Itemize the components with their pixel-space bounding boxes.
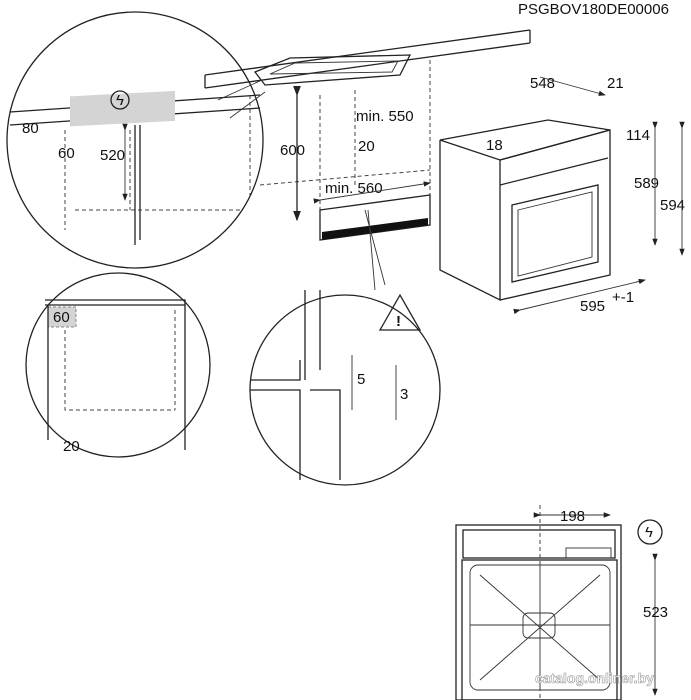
detail-circle-warning: ! 5 3 — [249, 209, 441, 486]
rear-view-drawing: 198 ϟ 523 — [455, 505, 668, 700]
dim-min-550: min. 550 — [356, 108, 414, 125]
watermark: catalog.onliner.by — [535, 670, 654, 686]
dim-600: 600 — [280, 142, 305, 159]
dim-3: 3 — [400, 386, 408, 403]
dim-21: 21 — [607, 75, 624, 92]
detail-circle-side: 60 20 — [25, 272, 211, 458]
dim-523: 523 — [643, 604, 668, 621]
dim-595-tolerance: +-1 — [612, 289, 634, 306]
dim-520: 520 — [100, 147, 125, 164]
dim-20-depth: 20 — [358, 138, 375, 155]
dim-114: 114 — [626, 127, 650, 144]
dim-595: 595 — [580, 298, 605, 315]
dim-18: 18 — [486, 137, 503, 154]
document-code: PSGBOV180DE00006 — [518, 1, 669, 18]
warning-icon: ! — [396, 313, 401, 330]
dim-60-side: 60 — [53, 309, 70, 326]
dim-20-side: 20 — [63, 438, 80, 455]
dim-198: 198 — [560, 508, 585, 525]
electric-icon: ϟ — [116, 92, 124, 109]
cabinet-drawing: 600 min. 550 20 min. 560 — [204, 29, 531, 241]
oven-drawing: 548 21 18 114 589 594 595 +-1 — [439, 75, 685, 315]
detail-circle-socket: ϟ 80 60 520 — [6, 11, 266, 269]
electric-icon-rear: ϟ — [645, 524, 653, 541]
dim-80: 80 — [22, 120, 39, 137]
dim-594: 594 — [660, 197, 685, 214]
dim-5: 5 — [357, 371, 365, 388]
dim-60: 60 — [58, 145, 75, 162]
